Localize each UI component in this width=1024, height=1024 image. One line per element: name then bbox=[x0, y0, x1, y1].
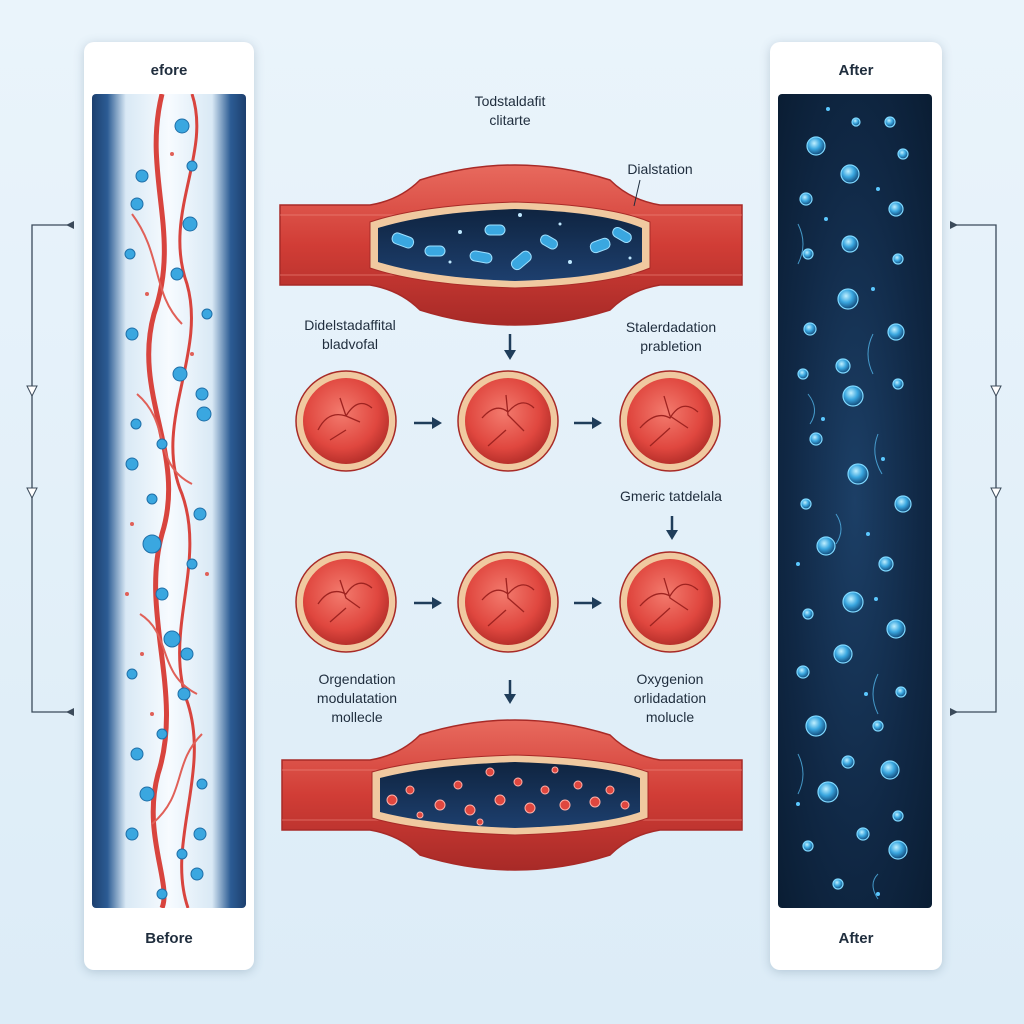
cell-row-2 bbox=[295, 551, 721, 653]
top-caption-line1: Todstaldafit bbox=[474, 93, 546, 109]
main-capillary bbox=[146, 94, 172, 908]
cell-row-1 bbox=[295, 370, 721, 472]
arrow-down-icon bbox=[504, 680, 516, 704]
before-vessel-illustration bbox=[124, 94, 213, 908]
after-panel: After bbox=[770, 42, 942, 970]
top-vessel-molecules bbox=[391, 224, 632, 271]
after-vessel-strip bbox=[778, 94, 932, 908]
red-blood-cell-icon bbox=[619, 370, 721, 472]
bottom-right-label: Oxygenion orlidadation molucle bbox=[600, 670, 740, 727]
after-molecules bbox=[796, 116, 912, 890]
after-molecules-illustration bbox=[796, 107, 912, 900]
capillary-branch bbox=[131, 213, 183, 325]
after-panel-top-label: After bbox=[838, 62, 874, 79]
bottom-right-label-line2: orlidadation bbox=[633, 690, 707, 706]
bottom-left-label: Orgendation modulatation mollecle bbox=[282, 670, 432, 727]
before-panel-top-label: efore bbox=[150, 62, 188, 79]
arrow-right-icon bbox=[414, 417, 442, 429]
right-process-label: Stalerdadation prabletion bbox=[596, 318, 746, 356]
red-blood-cell-icon bbox=[295, 370, 397, 472]
bottom-right-label-line1: Oxygenion bbox=[636, 671, 704, 687]
arrow-right-icon bbox=[574, 597, 602, 609]
top-dilated-vessel bbox=[279, 164, 743, 326]
right-process-label-line1: Stalerdadation bbox=[625, 319, 717, 335]
before-panel: efore bbox=[84, 42, 254, 970]
right-process-label-line2: prabletion bbox=[640, 338, 702, 354]
red-blood-cell-icon bbox=[457, 551, 559, 653]
left-process-label-line1: Didelstadaffital bbox=[304, 317, 396, 333]
left-bracket bbox=[31, 224, 74, 713]
red-blood-cell-icon bbox=[457, 370, 559, 472]
arrow-down-icon bbox=[504, 334, 516, 360]
top-caption: Todstaldafit clitarte bbox=[440, 92, 580, 130]
bottom-dilated-vessel bbox=[281, 719, 743, 871]
after-particles bbox=[796, 107, 885, 896]
before-panel-bottom-label: Before bbox=[145, 930, 193, 947]
bottom-right-label-line3: molucle bbox=[645, 709, 695, 725]
secondary-capillary bbox=[171, 94, 199, 908]
capillary-branch bbox=[151, 733, 203, 825]
arrow-right-icon bbox=[414, 597, 442, 609]
left-process-label-line2: bladvofal bbox=[321, 336, 379, 352]
bottom-left-label-line2: modulatation bbox=[316, 690, 398, 706]
red-blood-cell-icon bbox=[295, 551, 397, 653]
red-blood-cell-icon bbox=[619, 551, 721, 653]
after-molecule-trails bbox=[797, 223, 883, 900]
bottom-left-label-line1: Orgendation bbox=[318, 671, 396, 687]
bottom-left-label-line3: mollecle bbox=[331, 709, 383, 725]
arrow-down-icon bbox=[666, 516, 678, 540]
before-vessel-strip bbox=[92, 94, 246, 908]
before-bubbles bbox=[124, 118, 213, 900]
after-panel-bottom-label: After bbox=[838, 930, 874, 947]
right-bracket bbox=[950, 224, 997, 713]
bottom-vessel-cells bbox=[386, 766, 630, 826]
capillary-branch bbox=[139, 613, 198, 695]
middle-right-label: Gmeric tatdelala bbox=[620, 488, 722, 504]
top-caption-line2: clitarte bbox=[489, 112, 531, 128]
arrow-right-icon bbox=[574, 417, 602, 429]
left-process-label: Didelstadaffital bladvofal bbox=[280, 316, 420, 354]
before-red-specks bbox=[125, 152, 209, 716]
dilatation-label: Dialstation bbox=[627, 161, 693, 177]
top-vessel-particles bbox=[448, 213, 632, 264]
